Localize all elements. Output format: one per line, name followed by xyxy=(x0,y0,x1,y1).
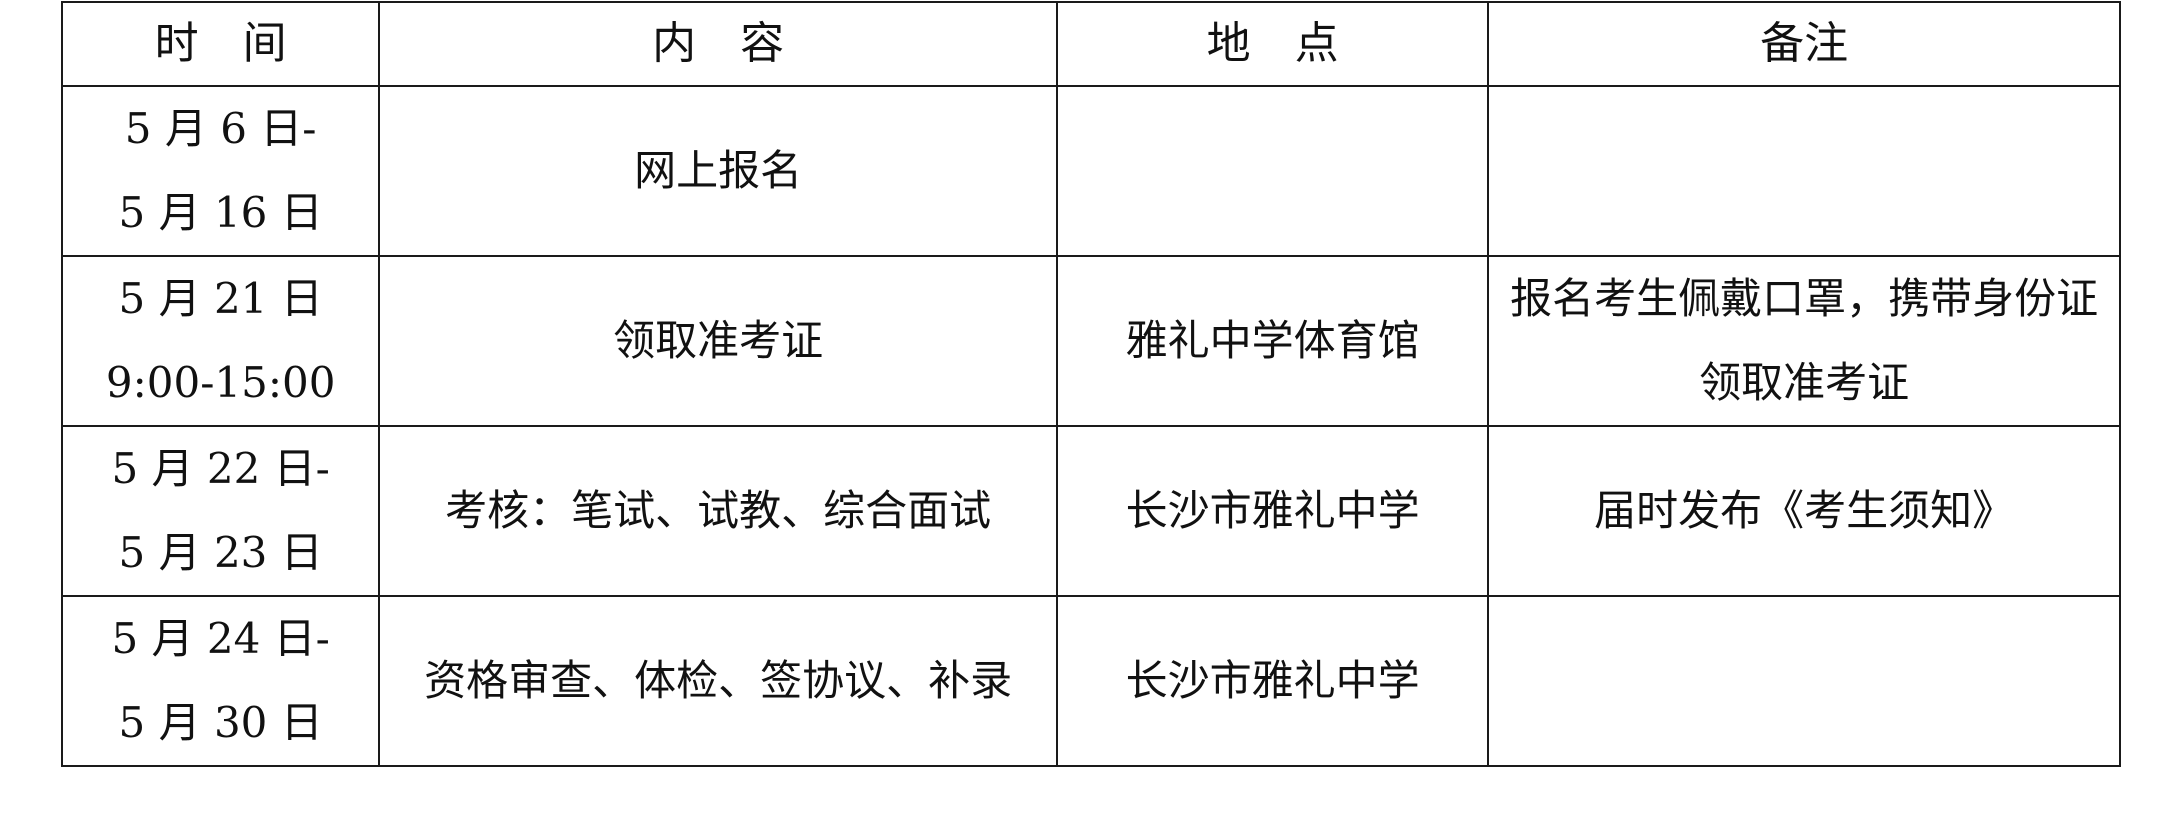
header-place: 地 点 xyxy=(1055,1,1490,87)
time-start: 5 月 22 日- xyxy=(111,444,330,493)
note-cell xyxy=(1487,595,2121,767)
table-row: 5 月 21 日 9:00-15:00 领取准考证 雅礼中学体育馆 报名考生佩戴… xyxy=(60,255,2121,427)
schedule-table: 时 间 内 容 地 点 备注 5 月 6 日- 5 月 16 日 网上报名 5 … xyxy=(60,1,2121,767)
table-row: 5 月 6 日- 5 月 16 日 网上报名 xyxy=(60,85,2121,257)
place-text: 长沙市雅礼中学 xyxy=(1125,486,1420,535)
place-cell: 长沙市雅礼中学 xyxy=(1055,595,1490,767)
time-end: 5 月 23 日 xyxy=(118,528,323,577)
note-cell: 报名考生佩戴口罩，携带身份证领取准考证 xyxy=(1487,255,2121,427)
time-cell: 5 月 22 日- 5 月 23 日 xyxy=(60,425,381,597)
time-cell: 5 月 24 日- 5 月 30 日 xyxy=(60,595,381,767)
content-cell: 资格审查、体检、签协议、补录 xyxy=(378,595,1058,767)
place-cell: 长沙市雅礼中学 xyxy=(1055,425,1490,597)
time-start: 5 月 24 日- xyxy=(111,614,330,663)
place-cell xyxy=(1055,85,1490,257)
content-text: 网上报名 xyxy=(634,146,803,195)
place-cell: 雅礼中学体育馆 xyxy=(1055,255,1490,427)
table-header-row: 时 间 内 容 地 点 备注 xyxy=(60,1,2121,87)
note-cell xyxy=(1487,85,2121,257)
table-row: 5 月 22 日- 5 月 23 日 考核：笔试、试教、综合面试 长沙市雅礼中学… xyxy=(60,425,2121,597)
header-note: 备注 xyxy=(1487,1,2121,87)
time-cell: 5 月 6 日- 5 月 16 日 xyxy=(60,85,381,257)
header-content: 内 容 xyxy=(378,1,1058,87)
note-text: 届时发布《考生须知》 xyxy=(1594,486,2015,535)
place-text: 长沙市雅礼中学 xyxy=(1125,656,1420,705)
content-cell: 考核：笔试、试教、综合面试 xyxy=(378,425,1058,597)
content-text: 领取准考证 xyxy=(613,316,824,365)
content-cell: 领取准考证 xyxy=(378,255,1058,427)
content-cell: 网上报名 xyxy=(378,85,1058,257)
note-text: 报名考生佩戴口罩，携带身份证领取准考证 xyxy=(1510,274,2099,407)
content-text: 考核：笔试、试教、综合面试 xyxy=(445,486,992,535)
place-text: 雅礼中学体育馆 xyxy=(1125,316,1420,365)
time-range: 9:00-15:00 xyxy=(105,358,336,407)
time-start: 5 月 6 日- xyxy=(124,104,317,153)
table-row: 5 月 24 日- 5 月 30 日 资格审查、体检、签协议、补录 长沙市雅礼中… xyxy=(60,595,2121,767)
time-cell: 5 月 21 日 9:00-15:00 xyxy=(60,255,381,427)
time-end: 5 月 16 日 xyxy=(118,188,323,237)
time-start: 5 月 21 日 xyxy=(118,274,323,323)
content-text: 资格审查、体检、签协议、补录 xyxy=(424,656,1013,705)
time-end: 5 月 30 日 xyxy=(118,698,323,747)
header-time: 时 间 xyxy=(60,1,381,87)
note-cell: 届时发布《考生须知》 xyxy=(1487,425,2121,597)
